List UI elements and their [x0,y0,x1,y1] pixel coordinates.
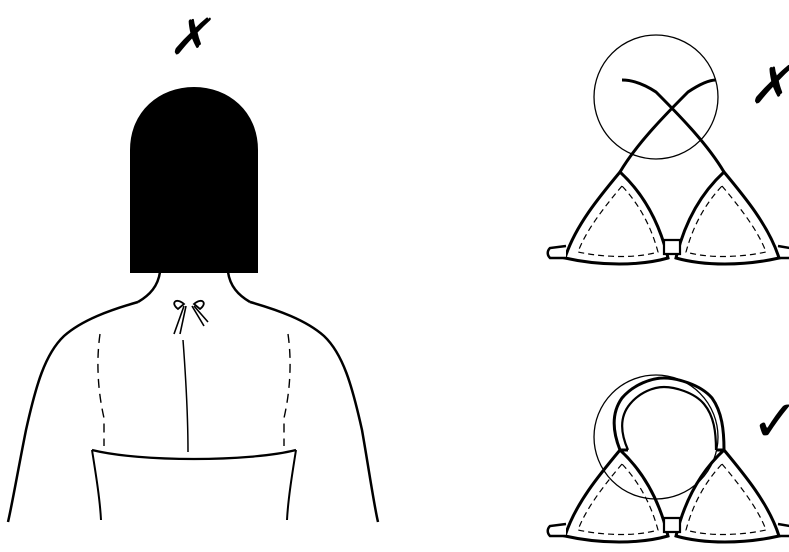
cup-left-bottom [565,450,668,542]
correct-mark-ring-halter: ✓ [751,392,789,450]
halter-loop-outer [614,378,724,450]
cup-right-bottom [676,450,779,542]
torso-side-left [92,450,101,520]
bikini-back-band [92,450,296,459]
strap-right-crossing [622,80,724,172]
shoulder-arm-right [250,302,378,522]
shoulder-blade-right [284,334,290,446]
crossed-straps-top [548,35,789,264]
cup-right [676,172,779,264]
shoulder-blade-left [98,334,104,446]
side-tie-left [548,246,566,258]
torso-side-right [287,450,296,520]
neck-left [138,272,160,302]
zoom-circle-crossed [594,35,718,159]
shoulder-arm-left [8,302,138,522]
neck-tie-bow [174,301,208,334]
cup-left [565,172,668,264]
halter-loop-inner [622,387,716,450]
side-tie-left-bottom [548,524,566,536]
neck-right [228,272,250,302]
center-gore [664,240,680,254]
hair-silhouette [131,88,257,272]
spine-line [183,340,188,452]
back-view-figure [8,88,378,522]
zoom-circle-loop [594,375,718,499]
center-gore-bottom [664,518,680,532]
